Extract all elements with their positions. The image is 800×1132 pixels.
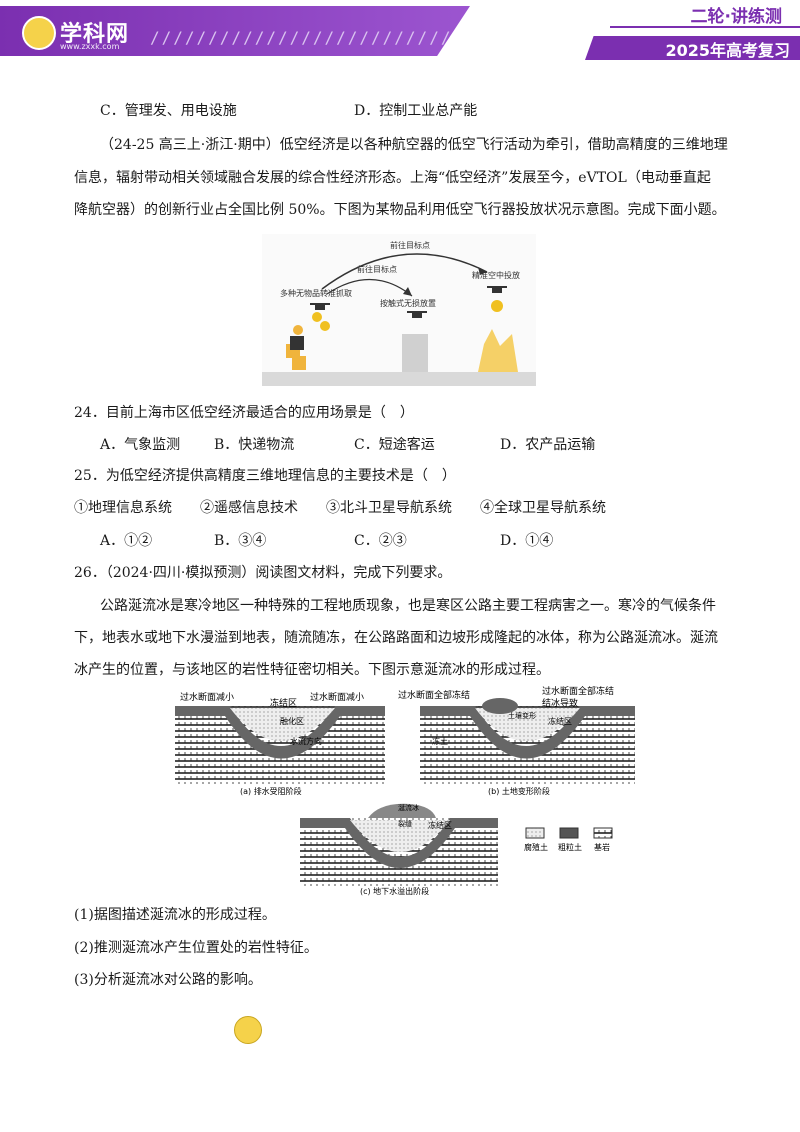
q25-stem: 25．为低空经济提供高精度三维地理信息的主要技术是（ ） — [74, 468, 456, 484]
q24-option-c[interactable]: C．短途客运 — [354, 437, 435, 453]
drone-delivery-diagram: 前往目标点 前往目标点 多种无物品转准抓取 按触式无损放置 精准空中投放 — [262, 240, 536, 386]
b-label-right: 过水断面全部冻结 — [542, 686, 614, 697]
mascot-logo-icon — [22, 16, 56, 50]
b-caption: (b) 土地变形阶段 — [488, 786, 550, 796]
person-body — [290, 336, 304, 350]
year-banner: 2025年高考复习 — [585, 36, 800, 60]
panel-a: 过水断面减小 冻结区 过水断面减小 融化区 水流方向 (a) 排水受阻阶段 — [175, 691, 385, 796]
package-left — [312, 312, 322, 322]
prev-option-d: D．控制工业总产能 — [354, 103, 478, 119]
legend-humus: 腐殖土 — [524, 842, 548, 852]
a-label-flow: 水流方向 — [290, 736, 322, 746]
passage1-line3: 降航空器）的创新行业占全国比例 50%。下图为某物品利用低空飞行器投放状况示意图… — [74, 202, 726, 218]
route-arc-top — [321, 253, 488, 290]
label-top: 前往目标点 — [390, 240, 430, 250]
c-label-crack: 裂缝 — [398, 819, 412, 828]
panel-b: 过水断面全部冻结 过水断面全部冻结 结冰导致 土壤变形 冻结区 冻土 (b) 土… — [398, 685, 635, 796]
q25-option-d[interactable]: D．①④ — [500, 533, 554, 549]
header-banner: 学科网 www.zxxk.com ///////////////////////… — [0, 6, 470, 56]
q26-stem: 26．（2024·四川·模拟预测）阅读图文材料，完成下列要求。 — [74, 565, 452, 581]
person-head — [293, 325, 303, 335]
b-label-thaw: 冻土 — [432, 736, 448, 746]
legend-bedrock: 基岩 — [594, 842, 610, 852]
a-label-freeze: 冻结区 — [270, 697, 297, 709]
page-header: 学科网 www.zxxk.com ///////////////////////… — [0, 0, 800, 62]
logo-url: www.zxxk.com — [60, 42, 120, 51]
a-label-left: 过水断面减小 — [180, 691, 234, 703]
footer-mascot-icon — [234, 1016, 262, 1044]
fire-icon — [478, 329, 518, 372]
label-left: 多种无物品转准抓取 — [280, 288, 352, 298]
passage1-line2: 信息，辐射带动相关领域融合发展的综合性经济形态。上海“低空经济”发展至今，eVT… — [74, 170, 711, 186]
panel-c: 涎流冰 裂缝 冻结区 (c) 地下水溢出阶段 — [300, 803, 498, 896]
header-divider — [610, 26, 800, 28]
q25-option-b[interactable]: B．③④ — [214, 533, 267, 549]
b-label-deform: 土壤变形 — [508, 711, 536, 720]
q25-option-a[interactable]: A．①② — [100, 533, 153, 549]
label-mid: 前往目标点 — [357, 264, 397, 274]
label-right: 精准空中投放 — [472, 270, 520, 280]
q26-sub1: (1)据图描述涎流冰的形成过程。 — [74, 907, 276, 923]
q24-option-b[interactable]: B．快递物流 — [214, 437, 295, 453]
legend: 腐殖土 粗粒土 基岩 — [524, 827, 613, 852]
q24-option-d[interactable]: D．农产品运输 — [500, 437, 596, 453]
q26-sub2: (2)推测涎流冰产生位置处的岩性特征。 — [74, 940, 318, 956]
b-label-ice: 结冰导致 — [542, 697, 578, 709]
c-label-ice: 涎流冰 — [398, 803, 419, 812]
platform — [402, 334, 428, 372]
passage1-line1: （24-25 高三上·浙江·期中）低空经济是以各种航空器的低空飞行活动为牵引，借… — [100, 137, 728, 153]
label-center: 按触式无损放置 — [380, 298, 436, 308]
legend-coarse: 粗粒土 — [558, 842, 582, 852]
q26-sub3: (3)分析涎流冰对公路的影响。 — [74, 972, 262, 988]
q24-option-a[interactable]: A．气象监测 — [100, 437, 181, 453]
logo-text: 学科网 — [60, 22, 130, 47]
c-label-freeze: 冻结区 — [428, 820, 452, 830]
year-tag: 2025年高考复习 — [665, 41, 790, 60]
package-right — [491, 300, 503, 312]
q26-para-line3: 冰产生的位置，与该地区的岩性特征密切相关。下图示意涎流冰的形成过程。 — [74, 662, 550, 678]
q26-para-line1: 公路涎流冰是寒冷地区一种特殊的工程地质现象，也是寒区公路主要工程病害之一。寒冷的… — [100, 598, 716, 614]
prev-option-c: C．管理发、用电设施 — [100, 103, 237, 119]
route-arc-mid — [326, 278, 413, 297]
a-label-thaw: 融化区 — [280, 716, 304, 726]
a-label-right: 过水断面减小 — [310, 691, 364, 703]
drone-delivery-figure: 前往目标点 前往目标点 多种无物品转准抓取 按触式无损放置 精准空中投放 — [262, 234, 536, 386]
q25-option-c[interactable]: C．②③ — [354, 533, 407, 549]
b-label-left: 过水断面全部冻结 — [398, 689, 470, 701]
c-caption: (c) 地下水溢出阶段 — [360, 886, 429, 896]
icing-process-diagram: 过水断面减小 冻结区 过水断面减小 融化区 水流方向 (a) 排水受阻阶段 过水… — [175, 685, 635, 896]
ground — [262, 372, 536, 386]
q25-items: ①地理信息系统 ②遥感信息技术 ③北斗卫星导航系统 ④全球卫星导航系统 — [74, 500, 606, 516]
q24-stem: 24．目前上海市区低空经济最适合的应用场景是（ ） — [74, 405, 414, 421]
q26-para-line2: 下，地表水或地下水漫溢到地表，随流随冻，在公路路面和边坡形成隆起的冰体，称为公路… — [74, 630, 718, 646]
series-tag: 二轮·讲练测 — [690, 7, 782, 27]
b-label-freeze: 冻结区 — [548, 716, 572, 726]
decorative-slashes: /////////////////////////// — [150, 28, 465, 47]
a-caption: (a) 排水受阻阶段 — [240, 786, 302, 796]
icing-process-figure: 过水断面减小 冻结区 过水断面减小 融化区 水流方向 (a) 排水受阻阶段 过水… — [170, 685, 640, 898]
